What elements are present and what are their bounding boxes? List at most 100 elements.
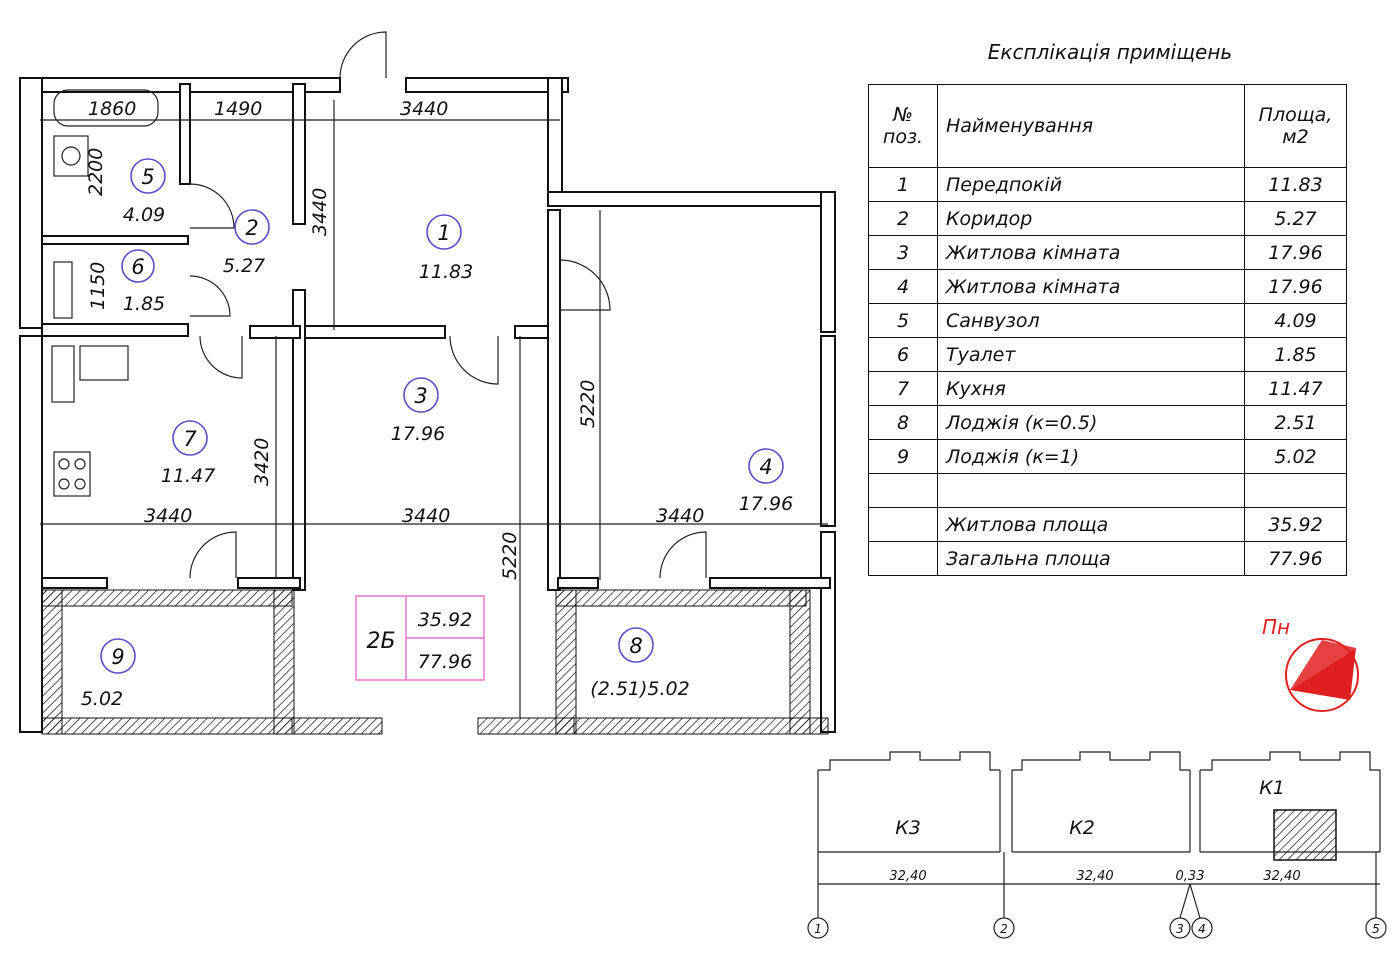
axis-marker — [993, 917, 1015, 939]
axis-marker — [1191, 917, 1213, 939]
loggia-parapet — [555, 589, 577, 735]
axis-marker — [1365, 917, 1387, 939]
wall-right-upper — [820, 191, 836, 333]
cell-pos — [868, 473, 938, 508]
loggia-parapet — [555, 589, 807, 607]
dim-label: 3440 — [402, 505, 450, 527]
total-area-value: 77.96 — [1244, 541, 1347, 576]
dim-label: 1490 — [214, 98, 262, 120]
dim-label: 1150 — [87, 262, 109, 310]
dim-label: 3420 — [251, 438, 273, 486]
compass-icon — [1285, 638, 1359, 712]
room-area: 5.27 — [223, 255, 265, 277]
wall-partition — [41, 577, 108, 589]
fixtures — [40, 31, 828, 718]
wall-partition — [292, 83, 306, 225]
wall-top-right — [547, 191, 836, 207]
cell-name: Житлова кімната — [937, 235, 1245, 270]
wall-partition — [249, 325, 301, 339]
loggia-parapet — [789, 589, 811, 735]
cell-pos: 5 — [868, 303, 938, 338]
wall-left-lower — [19, 335, 43, 733]
room-8: 8 (2.51)5.02 — [590, 627, 690, 700]
loggia-parapet — [41, 717, 293, 735]
cell-pos: 2 — [868, 201, 938, 236]
apartment-type: 2Б — [366, 629, 395, 654]
loggia-parapet — [555, 717, 829, 735]
room-number: 2 — [245, 216, 258, 240]
dim-label: 3440 — [309, 188, 331, 236]
wall-partition — [41, 323, 189, 337]
section-label: К3 — [895, 817, 921, 839]
room-number: 4 — [759, 455, 772, 479]
loggia-parapet — [41, 589, 63, 735]
wall-top-mid — [405, 77, 569, 93]
room-number: 8 — [629, 634, 642, 658]
span-label: 0,33 — [1176, 869, 1205, 884]
room-2: 2 5.27 — [223, 209, 270, 277]
stove-icon — [53, 451, 91, 497]
room-number: 7 — [183, 427, 197, 451]
loggia-parapet — [291, 717, 383, 735]
axis-label: 2 — [1000, 922, 1008, 936]
cell-area: 5.27 — [1244, 201, 1347, 236]
dimension-labels: 1860 1490 3440 2200 3440 1150 3420 5220 … — [85, 98, 704, 580]
room-markers: 1 11.83 2 5.27 3 17.96 4 17.96 5 4.09 6 … — [81, 158, 793, 710]
cell-area: 4.09 — [1244, 303, 1347, 338]
axis-marker — [1169, 917, 1191, 939]
toilet-icon — [53, 261, 73, 319]
span-label: 32,40 — [889, 869, 926, 884]
wall-right-mid — [820, 335, 836, 527]
dim-label: 1860 — [88, 98, 136, 120]
wall-left-upper — [19, 77, 43, 329]
apartment-living: 35.92 — [418, 609, 472, 631]
wall-partition — [41, 235, 189, 245]
dim-label: 2200 — [85, 148, 107, 196]
room-area: 4.09 — [123, 204, 165, 226]
walls — [19, 77, 836, 735]
dim-label: 3440 — [144, 505, 192, 527]
door-swing — [199, 335, 243, 379]
room-5: 5 4.09 — [123, 158, 166, 226]
wall-partition — [179, 83, 191, 185]
room-area: 11.47 — [161, 465, 215, 487]
axis-label: 3 — [1176, 922, 1184, 936]
door-swing — [189, 275, 231, 317]
cell-name: Кухня — [937, 371, 1245, 406]
room-3: 3 17.96 — [391, 377, 445, 445]
loggia-parapet — [41, 589, 293, 607]
cell-name: Лоджія (к=0.5) — [937, 405, 1245, 440]
apartment-total: 77.96 — [418, 651, 472, 673]
wall-right-lower — [820, 531, 836, 733]
axis-label: 1 — [814, 922, 822, 936]
table-header-row: № поз. Найменування Площа, м2 — [868, 84, 1347, 168]
room-area: 5.02 — [81, 688, 123, 710]
wall-partition — [292, 289, 306, 591]
cell-area: 5.02 — [1244, 439, 1347, 474]
entrance-door-swing — [339, 31, 387, 79]
apartment-summary: 2Б 35.92 77.96 — [355, 595, 485, 681]
living-area-value: 35.92 — [1244, 507, 1347, 542]
cell-pos: 8 — [868, 405, 938, 440]
kitchen-sink-icon — [79, 345, 129, 381]
door-swing — [189, 531, 237, 579]
cell-pos: 1 — [868, 167, 938, 202]
dim-label: 5220 — [577, 380, 599, 428]
wall-partition — [237, 577, 301, 589]
cell-name: Житлова кімната — [937, 269, 1245, 304]
wall-partition — [547, 209, 561, 591]
section-label: К2 — [1069, 817, 1095, 839]
room-number: 9 — [111, 645, 124, 669]
room-4: 4 17.96 — [739, 448, 793, 515]
door-swing — [659, 531, 707, 579]
wall-step — [547, 77, 563, 207]
sink-icon — [53, 135, 89, 177]
room-area: 17.96 — [391, 423, 445, 445]
